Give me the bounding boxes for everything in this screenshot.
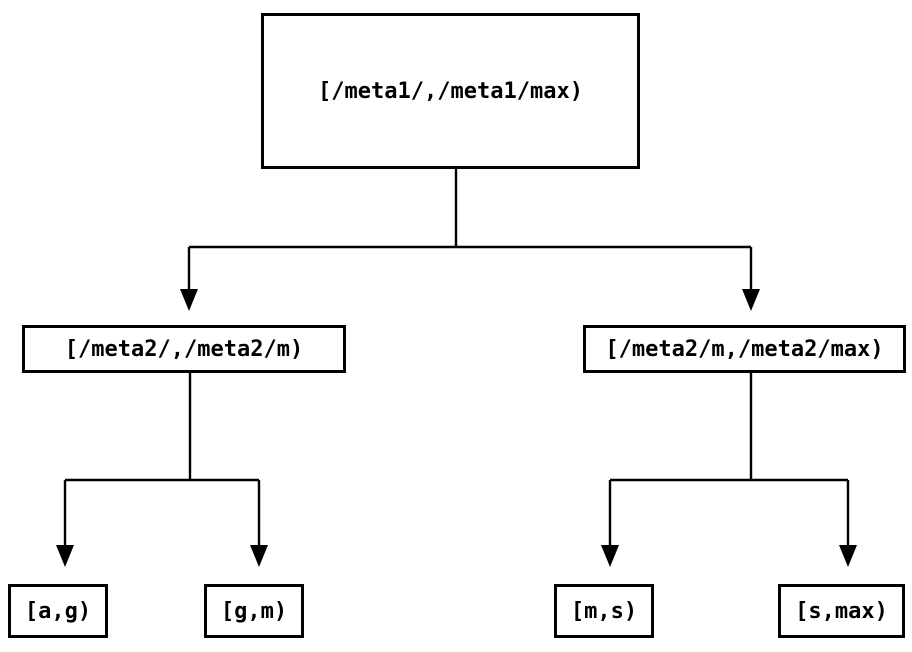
node-leaf-g-m: [g,m) <box>204 584 304 638</box>
node-leaf-m-s: [m,s) <box>554 584 654 638</box>
edge-meta2-low-to-children <box>56 373 268 567</box>
arrowhead-to-leaf-a-g-icon <box>56 545 74 567</box>
node-meta2-low-interval: [/meta2/,/meta2/m) <box>22 325 346 373</box>
edge-root-to-children <box>180 168 760 311</box>
node-root-interval: [/meta1/,/meta1/max) <box>261 13 640 169</box>
node-leaf-a-g: [a,g) <box>8 584 108 638</box>
edge-meta2-high-to-children <box>601 373 857 567</box>
arrowhead-to-leaf-m-s-icon <box>601 545 619 567</box>
node-leaf-s-max: [s,max) <box>778 584 905 638</box>
connector-meta2-low-stem <box>63 373 261 546</box>
arrowhead-to-meta2-low-icon <box>180 289 198 311</box>
connector-root-stem <box>187 168 753 290</box>
arrowhead-to-meta2-high-icon <box>742 289 760 311</box>
arrowhead-to-leaf-s-max-icon <box>839 545 857 567</box>
connector-meta2-high-stem <box>608 373 850 546</box>
node-meta2-high-interval: [/meta2/m,/meta2/max) <box>583 325 906 373</box>
arrowhead-to-leaf-g-m-icon <box>250 545 268 567</box>
